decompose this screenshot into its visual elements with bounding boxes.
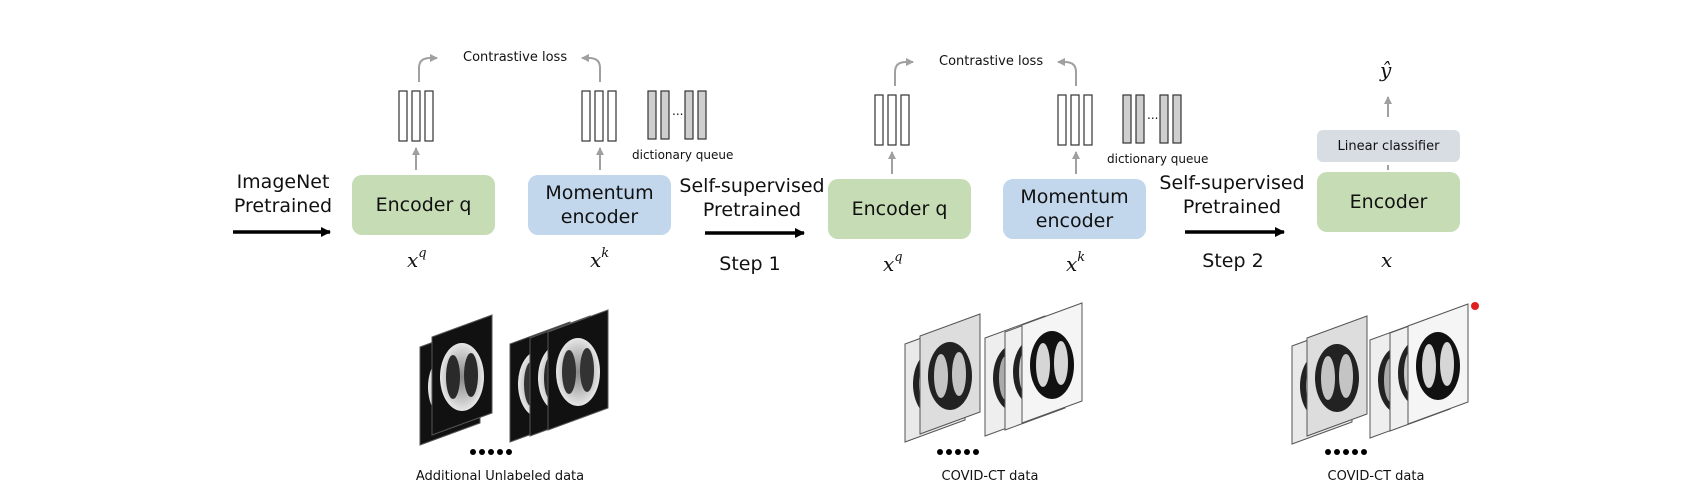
dataset-caption-right: COVID-CT data	[1327, 469, 1425, 484]
contrastive-arrow-right-2	[1057, 58, 1077, 86]
dataset-caption-left: Additional Unlabeled data	[415, 469, 585, 484]
encoder-final-block: Encoder	[1317, 172, 1460, 232]
self-supervised-pretrained-label-1: Self-supervised Pretrained	[679, 175, 825, 221]
step-2-label: Step 2	[1202, 250, 1264, 272]
momentum-encoder-label-1: Momentum encoder	[545, 182, 654, 228]
key-feature-bars-1	[581, 90, 617, 142]
contrastive-loss-label-2: Contrastive loss	[939, 54, 1044, 69]
linear-classifier-label: Linear classifier	[1337, 138, 1440, 154]
dictionary-queue-bars-2	[1122, 94, 1182, 144]
encoder-q-block-1: Encoder q	[352, 175, 495, 235]
xq-label-2: xq	[883, 250, 903, 276]
query-feature-bars-2	[874, 94, 910, 146]
contrastive-loss-label-1: Contrastive loss	[463, 50, 568, 65]
xk-label-1: xk	[590, 246, 610, 272]
contrastive-arrow-left-2	[894, 58, 914, 86]
encoder-q-block-2: Encoder q	[828, 179, 971, 239]
dictionary-queue-bars-1	[647, 90, 707, 140]
xk-label-2: xk	[1066, 250, 1086, 276]
self-supervised-pretrained-label-2: Self-supervised Pretrained	[1159, 172, 1305, 218]
dataset-caption-middle: COVID-CT data	[941, 469, 1039, 484]
contrastive-arrow-right-1	[581, 54, 601, 82]
query-feature-bars-1	[398, 90, 434, 142]
ct-stack-covid-ct-right	[1291, 302, 1479, 455]
contrastive-arrow-left-1	[418, 54, 438, 82]
xq-label-1: xq	[407, 246, 427, 272]
step-1-label: Step 1	[719, 253, 781, 275]
queue-ellipsis-1: ...	[672, 104, 684, 118]
momentum-encoder-label-2: Momentum encoder	[1020, 186, 1129, 232]
ct-stack-covid-ct-middle	[904, 302, 1083, 455]
imagenet-pretrained-label: ImageNet Pretrained	[233, 171, 333, 217]
ct-stack-additional-unlabeled	[419, 309, 609, 455]
x-label-final: x	[1381, 248, 1393, 272]
red-marker-dot	[1471, 302, 1479, 310]
dictionary-queue-label-1: dictionary queue	[632, 148, 734, 162]
linear-classifier-block: Linear classifier	[1317, 130, 1460, 162]
momentum-encoder-block-1: Momentum encoder	[528, 175, 671, 235]
dictionary-queue-label-2: dictionary queue	[1107, 152, 1209, 166]
encoder-q-label-2: Encoder q	[851, 198, 948, 220]
key-feature-bars-2	[1057, 94, 1093, 146]
y-hat-label: ŷ	[1380, 58, 1392, 82]
encoder-q-label-1: Encoder q	[375, 194, 472, 216]
momentum-encoder-block-2: Momentum encoder	[1003, 179, 1146, 239]
encoder-final-label: Encoder	[1349, 191, 1428, 213]
queue-ellipsis-2: ...	[1147, 108, 1159, 122]
